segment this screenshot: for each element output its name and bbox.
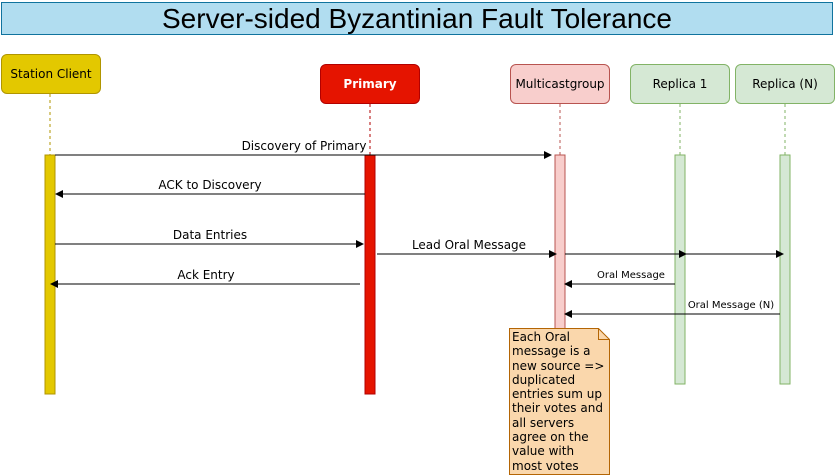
- activation-replica-1: [674, 154, 686, 385]
- label-oral-n: Oral Message (N): [688, 300, 774, 311]
- activation-client: [44, 154, 56, 395]
- activation-replica-n: [779, 154, 791, 385]
- actor-replica-1[interactable]: Replica 1: [630, 64, 730, 104]
- activation-multicast: [554, 154, 566, 331]
- actor-primary-label: Primary: [343, 77, 397, 91]
- actor-station-client-label: Station Client: [10, 67, 92, 81]
- label-ack-discovery: ACK to Discovery: [158, 178, 261, 192]
- note-fold: [598, 328, 610, 340]
- label-lead-oral: Lead Oral Message: [412, 238, 526, 252]
- actor-primary[interactable]: Primary: [320, 64, 420, 104]
- label-discovery: Discovery of Primary: [242, 139, 367, 153]
- label-ack-entry: Ack Entry: [177, 268, 234, 282]
- actor-replica-n-label: Replica (N): [752, 77, 818, 91]
- label-oral: Oral Message: [597, 270, 665, 281]
- actor-replica-n[interactable]: Replica (N): [735, 64, 835, 104]
- note-text: Each Oral message is a new source => dup…: [512, 330, 605, 473]
- label-data-entries: Data Entries: [173, 228, 247, 242]
- actor-station-client[interactable]: Station Client: [1, 54, 101, 94]
- diagram-title: Server-sided Byzantinian Fault Tolerance: [1, 2, 833, 35]
- actor-replica-1-label: Replica 1: [652, 77, 708, 91]
- activation-primary: [364, 154, 376, 395]
- actor-multicastgroup[interactable]: Multicastgroup: [510, 64, 610, 104]
- note-shape: [509, 328, 610, 475]
- actor-multicastgroup-label: Multicastgroup: [515, 77, 605, 91]
